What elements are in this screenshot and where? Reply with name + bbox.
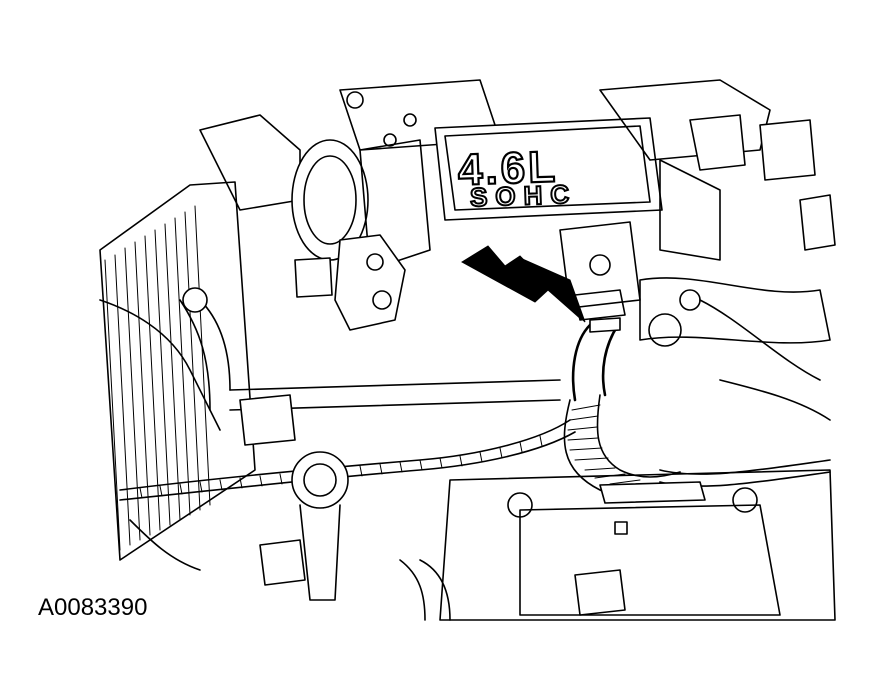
valve-cover [439, 469, 836, 621]
corrugated-hose [563, 317, 681, 500]
wiring-harness [99, 299, 831, 571]
engine-badge-plate: 4.6L SOHC [434, 117, 663, 221]
right-side-components [599, 79, 836, 421]
engine-badge-sub: SOHC [470, 179, 578, 213]
engine-badge-main: 4.6L [457, 142, 559, 194]
figure-id-label: A0083390 [38, 594, 148, 621]
electrical-connector [239, 257, 333, 446]
throttle-bracket [334, 234, 406, 331]
pointer-arrow-icon [461, 245, 586, 323]
throttle-body [291, 79, 501, 271]
lower-left-components [259, 451, 451, 621]
